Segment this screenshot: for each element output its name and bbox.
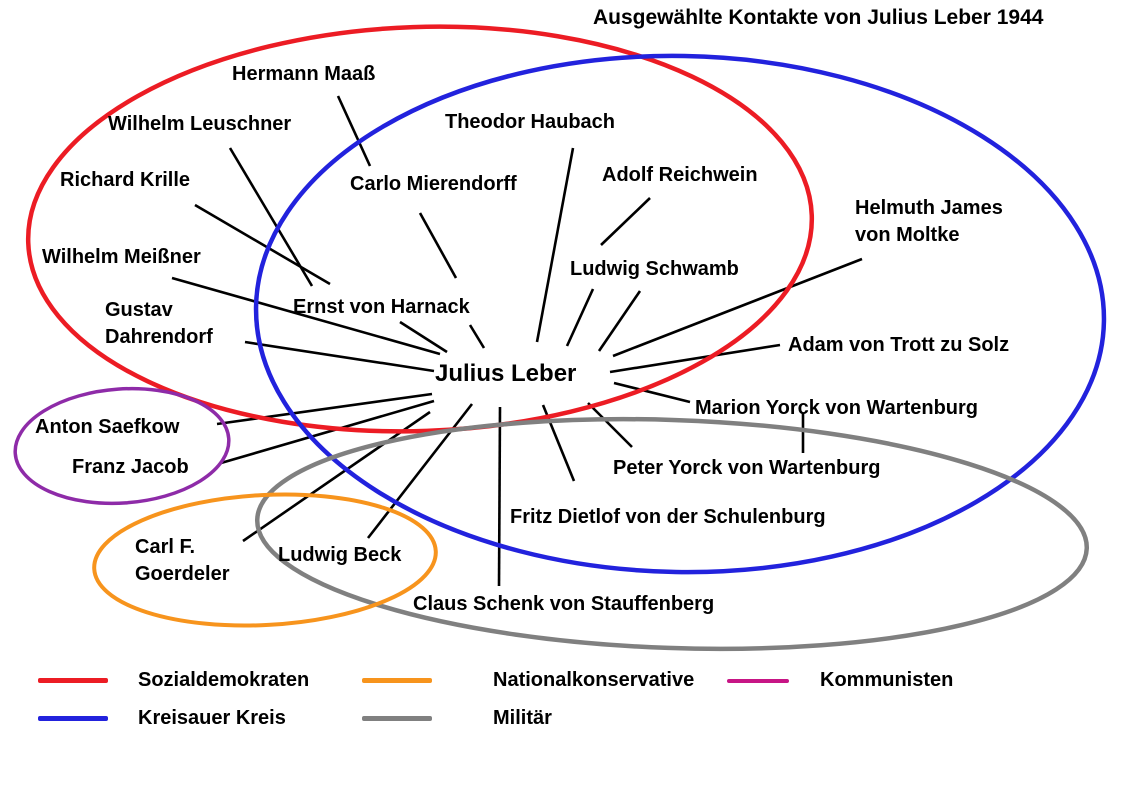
group-ellipse-militaer xyxy=(254,416,1090,652)
legend-swatch-kommunisten xyxy=(727,679,789,683)
person-label-adolf-reichwein: Adolf Reichwein xyxy=(602,164,758,186)
person-label-julius-leber: Julius Leber xyxy=(435,360,577,387)
person-label-hermann-maass: Hermann Maaß xyxy=(232,63,376,85)
group-ellipse-kreisauer-kreis xyxy=(253,53,1107,575)
connection-line-helmuth-james-von-moltke xyxy=(612,257,863,358)
connection-line-franz-jacob xyxy=(220,399,435,465)
person-label-marion-yorck-von-wartenburg: Marion Yorck von Wartenburg xyxy=(695,397,978,419)
person-label-carl-f-goerdeler: Carl F. Goerdeler xyxy=(135,536,230,585)
connection-line-wilhelm-leuschner xyxy=(228,147,314,287)
connection-line-ludwig-beck xyxy=(366,403,474,539)
connection-line-adolf-reichwein xyxy=(565,288,595,347)
person-label-wilhelm-meissner: Wilhelm Meißner xyxy=(42,246,201,268)
person-label-helmuth-james-von-moltke: Helmuth James von Moltke xyxy=(855,197,1003,246)
connection-line-hermann-maass xyxy=(336,95,372,167)
connection-line-gustav-dahrendorf xyxy=(244,340,435,373)
connection-line-richard-krille xyxy=(194,203,331,286)
diagram-title: Ausgewählte Kontakte von Julius Leber 19… xyxy=(593,6,1044,29)
legend-label-nationalkonservative: Nationalkonservative xyxy=(493,669,695,691)
legend-label-sozialdemokraten: Sozialdemokraten xyxy=(138,669,310,691)
legend-label-kommunisten: Kommunisten xyxy=(820,669,954,691)
connection-line-marion-yorck-von-wartenburg xyxy=(613,381,691,404)
person-label-fritz-dietlof-von-der-schulenburg: Fritz Dietlof von der Schulenburg xyxy=(510,506,826,528)
person-label-gustav-dahrendorf: Gustav Dahrendorf xyxy=(105,299,213,348)
person-label-peter-yorck-von-wartenburg: Peter Yorck von Wartenburg xyxy=(613,457,881,479)
person-label-theodor-haubach: Theodor Haubach xyxy=(445,111,616,133)
legend-label-kreisauer-kreis: Kreisauer Kreis xyxy=(138,707,286,729)
connection-line-wilhelm-meissner xyxy=(171,276,441,356)
person-label-ludwig-beck: Ludwig Beck xyxy=(278,544,402,566)
connection-line-ernst-von-harnack xyxy=(399,320,448,354)
connection-line-adam-von-trott-zu-solz xyxy=(609,343,781,374)
group-ellipse-sozialdemokraten xyxy=(25,24,815,434)
connection-line-claus-schenk-von-stauffenberg xyxy=(497,406,502,587)
connection-line-ludwig-schwamb xyxy=(597,290,642,352)
person-label-adam-von-trott-zu-solz: Adam von Trott zu Solz xyxy=(788,334,1010,356)
legend-swatch-militaer xyxy=(362,716,432,721)
legend-swatch-nationalkonservative xyxy=(362,678,432,683)
person-label-claus-schenk-von-stauffenberg: Claus Schenk von Stauffenberg xyxy=(413,593,715,615)
connection-line-theodor-haubach xyxy=(535,147,575,343)
person-label-ernst-von-harnack: Ernst von Harnack xyxy=(293,296,470,318)
person-label-carlo-mierendorff: Carlo Mierendorff xyxy=(350,173,517,195)
legend-label-militaer: Militär xyxy=(493,707,552,729)
connection-line-carlo-mierendorff xyxy=(418,212,458,279)
connection-line-adolf-reichwein xyxy=(600,197,651,246)
group-ellipse-nationalkonservative xyxy=(92,492,438,628)
legend-swatch-kreisauer-kreis xyxy=(38,716,108,721)
connection-line-carlo-mierendorff xyxy=(468,324,486,349)
person-label-anton-saefkow: Anton Saefkow xyxy=(35,416,180,438)
connection-line-peter-yorck-von-wartenburg xyxy=(587,402,633,448)
group-ellipse-kommunisten xyxy=(13,386,231,506)
connection-line-anton-saefkow xyxy=(216,392,433,426)
legend-swatch-sozialdemokraten xyxy=(38,678,108,683)
person-label-wilhelm-leuschner: Wilhelm Leuschner xyxy=(108,113,292,135)
person-label-ludwig-schwamb: Ludwig Schwamb xyxy=(570,258,739,280)
person-label-franz-jacob: Franz Jacob xyxy=(72,456,189,478)
person-label-richard-krille: Richard Krille xyxy=(60,169,191,191)
